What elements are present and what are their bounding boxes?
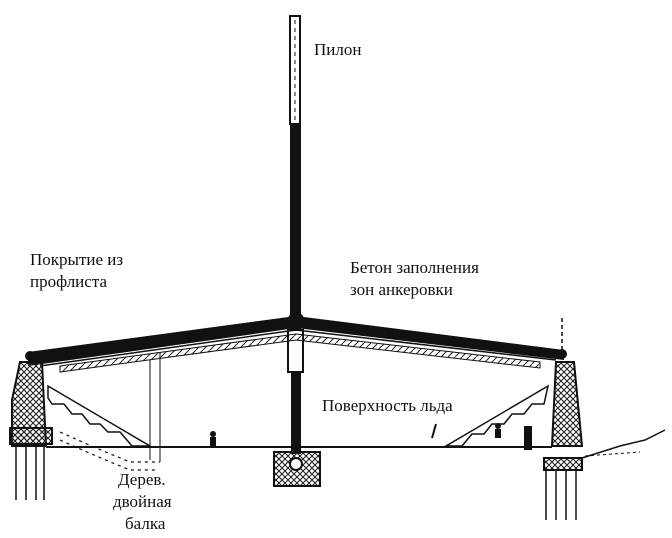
label-beam-line2: двойная <box>113 492 172 511</box>
roof-girder <box>25 312 567 373</box>
left-stands <box>47 384 153 447</box>
pylon-foundation <box>273 451 321 487</box>
label-concrete-line2: зон анкеровки <box>350 280 453 299</box>
label-roofing-line2: профлиста <box>30 272 107 291</box>
label-beam-line1: Дерев. <box>118 470 166 489</box>
label-roofing-line1: Покрытие из <box>30 250 124 269</box>
label-concrete-line1: Бетон заполнения <box>350 258 479 277</box>
timber-beam <box>59 352 161 471</box>
right-stands <box>443 384 550 450</box>
label-beam-line3: балка <box>125 514 166 533</box>
left-abutment <box>9 361 53 500</box>
pylon-mast <box>287 15 304 454</box>
person-figure <box>210 431 216 447</box>
ice-surface-line <box>46 429 666 459</box>
right-abutment <box>543 318 584 520</box>
label-ice-surface: Поверхность льда <box>322 396 453 415</box>
arrow-icon <box>431 423 437 439</box>
person-figure <box>495 423 501 438</box>
label-pylon: Пилон <box>314 40 362 59</box>
